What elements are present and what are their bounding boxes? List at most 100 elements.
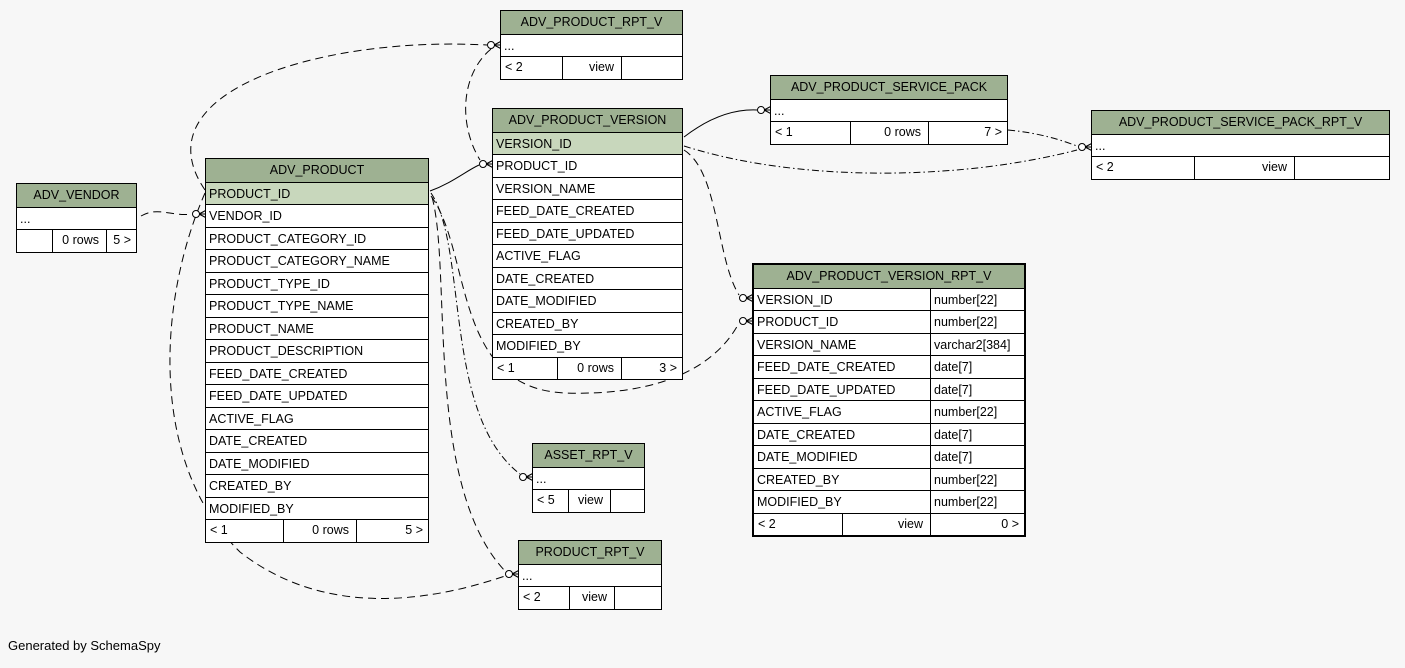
column-row: PRODUCT_ID (493, 154, 682, 177)
column-row: PRODUCT_DESCRIPTION (206, 339, 428, 362)
column-name: DATE_CREATED (209, 434, 308, 448)
column-row: CREATED_BY (206, 474, 428, 497)
rows-count-cell: view (562, 57, 621, 79)
column-name: PRODUCT_TYPE_ID (209, 276, 330, 291)
column-row: DATE_CREATED (493, 266, 682, 289)
children-count-cell: 0 > (930, 513, 1024, 535)
column-type: number[22] (930, 491, 1024, 513)
relationship-line (683, 149, 740, 296)
table-title: ADV_PRODUCT_VERSION (493, 109, 682, 132)
table-title: ADV_PRODUCT_SERVICE_PACK (771, 76, 1007, 99)
children-count-cell: 3 > (621, 357, 682, 379)
column-name: FEED_DATE_CREATED (209, 366, 348, 381)
relationship-line (190, 43, 488, 191)
column-name: CREATED_BY (209, 479, 292, 493)
children-count-cell (610, 490, 644, 512)
column-type: number[22] (930, 401, 1024, 423)
column-type: date[7] (930, 423, 1024, 445)
column-type: number[22] (930, 311, 1024, 333)
column-row: DATE_CREATED (206, 429, 428, 452)
ellipsis-label: ... (536, 471, 547, 486)
rows-count-cell: view (1194, 157, 1294, 179)
table-footer: < 2 view (519, 586, 661, 609)
parents-count-cell: < 1 (775, 125, 793, 139)
column-name: PRODUCT_ID (209, 186, 291, 201)
column-name: PRODUCT_ID (496, 159, 578, 173)
column-row: PRODUCT_ID number[22] (754, 310, 1024, 333)
parents-count-cell: < 2 (1096, 160, 1114, 174)
column-row: VERSION_NAME (493, 176, 682, 199)
column-row: ACTIVE_FLAG (493, 244, 682, 267)
column-name: PRODUCT_CATEGORY_NAME (209, 254, 390, 268)
column-name: PRODUCT_ID (757, 315, 839, 329)
column-row: FEED_DATE_UPDATED (206, 384, 428, 407)
column-row: DATE_MODIFIED (206, 451, 428, 474)
table-title: ADV_VENDOR (17, 184, 136, 207)
column-name: DATE_CREATED (757, 427, 856, 442)
crowfoot-glyph (1078, 141, 1095, 153)
parents-count-cell: < 2 (523, 590, 541, 604)
parents-count-cell (17, 230, 52, 252)
ellipsis-label: ... (774, 103, 785, 118)
table-title: ASSET_RPT_V (533, 444, 644, 467)
table-title: ADV_PRODUCT_VERSION_RPT_V (754, 265, 1024, 288)
column-name: ACTIVE_FLAG (496, 249, 581, 263)
rows-count-cell: 0 rows (557, 357, 621, 379)
children-count-cell (614, 587, 661, 609)
children-count-cell: 5 > (106, 230, 136, 252)
ellipsis-label: ... (1095, 138, 1106, 153)
children-count-cell: 5 > (356, 520, 428, 542)
column-name: VERSION_NAME (496, 181, 596, 196)
rows-count-cell: 0 rows (850, 122, 928, 144)
relationship-line (1007, 129, 1078, 147)
table-footer: < 2 view (1092, 156, 1389, 179)
column-row: MODIFIED_BY (493, 334, 682, 357)
rows-count-cell: 0 rows (283, 520, 356, 542)
rows-count-cell: view (569, 587, 614, 609)
column-name: DATE_MODIFIED (496, 294, 597, 308)
relationship-line (429, 164, 480, 192)
column-name: PRODUCT_DESCRIPTION (209, 344, 364, 358)
column-row: FEED_DATE_CREATED (493, 199, 682, 222)
column-name: PRODUCT_NAME (209, 321, 314, 336)
table-title: PRODUCT_RPT_V (519, 541, 661, 564)
relationship-line (430, 195, 740, 394)
column-row: PRODUCT_CATEGORY_ID (206, 226, 428, 249)
collapsed-columns-row: ... (533, 466, 644, 489)
ellipsis-label: ... (20, 211, 31, 226)
column-type: number[22] (930, 468, 1024, 490)
relationship-line (431, 196, 506, 572)
children-count-cell: 7 > (928, 122, 1007, 144)
column-type: date[7] (930, 356, 1024, 378)
column-row: DATE_MODIFIED (493, 289, 682, 312)
column-type: varchar2[384] (930, 333, 1024, 355)
children-count-cell (621, 57, 682, 79)
table-title: ADV_PRODUCT (206, 159, 428, 182)
column-name: PRODUCT_CATEGORY_ID (209, 231, 367, 246)
parents-count-cell: < 5 (537, 493, 555, 507)
column-name: ACTIVE_FLAG (209, 411, 294, 426)
column-row: MODIFIED_BY (206, 496, 428, 519)
column-row: ACTIVE_FLAG (206, 406, 428, 429)
column-name: DATE_MODIFIED (209, 456, 310, 471)
